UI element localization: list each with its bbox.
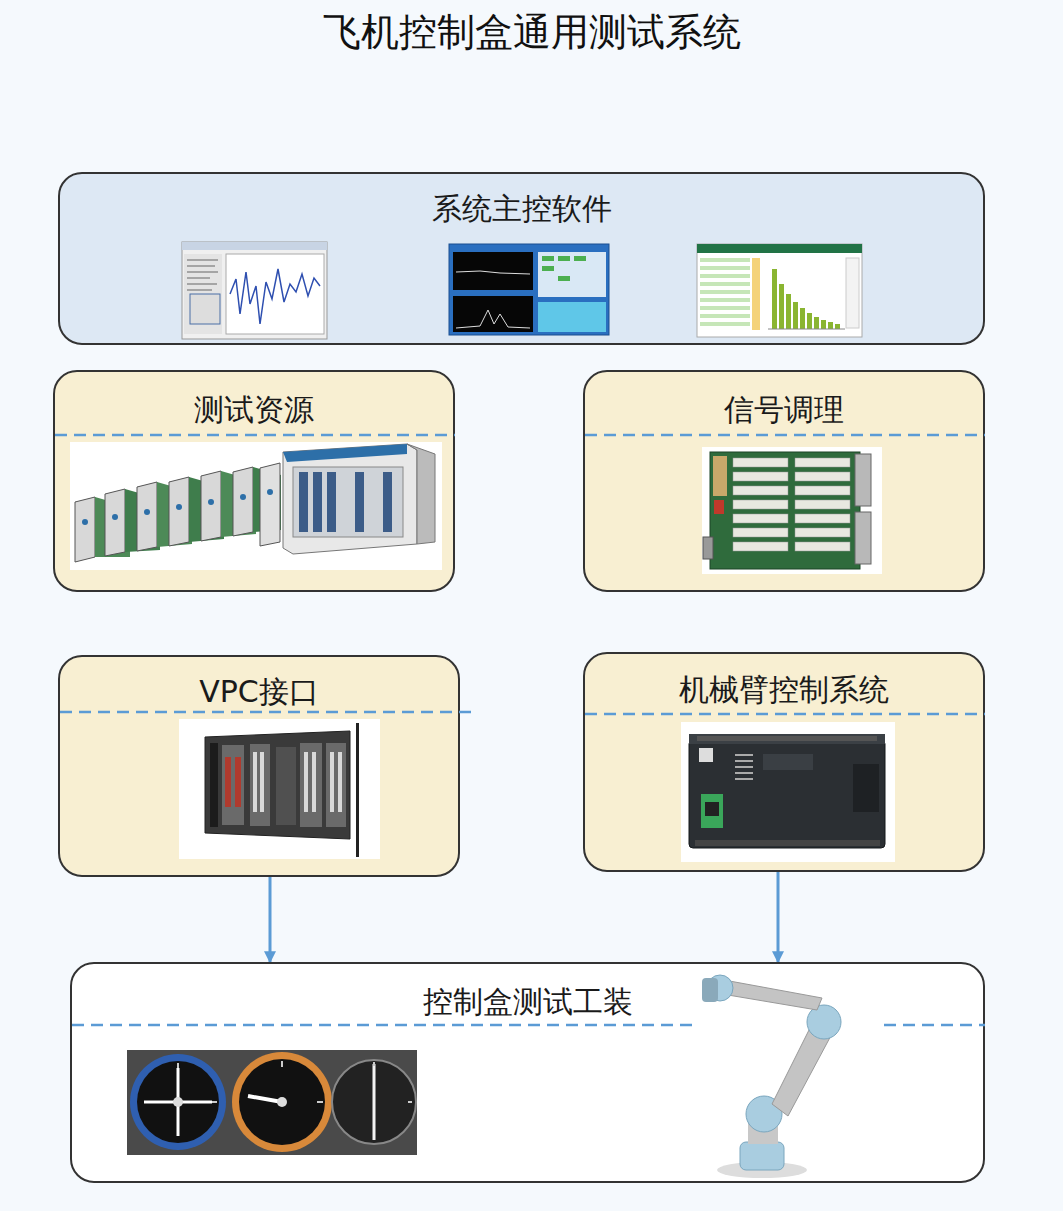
component-box: 机械臂控制系统 <box>583 652 985 872</box>
component-box: 测试资源 <box>53 370 455 592</box>
robot-arm <box>702 975 841 1178</box>
box-heading: 系统主控软件 <box>426 191 618 226</box>
box-heading: 信号调理 <box>718 392 850 427</box>
component-box: 系统主控软件 <box>58 172 985 345</box>
component-box: 控制盒测试工装 <box>70 962 985 1183</box>
analyzer-screenshot <box>449 244 609 335</box>
box-heading: 机械臂控制系统 <box>673 672 895 707</box>
plot-screenshot <box>182 242 327 339</box>
flow-arrow <box>777 872 780 962</box>
diagram-title: 飞机控制盒通用测试系统 <box>0 8 1063 56</box>
component-box: 信号调理 <box>583 370 985 592</box>
box-heading: 测试资源 <box>188 392 320 427</box>
pxi-cards <box>75 463 281 562</box>
box-heading: VPC接口 <box>193 674 325 709</box>
pxi-chassis <box>283 444 435 554</box>
flow-arrow <box>269 877 272 962</box>
spreadsheet-screenshot <box>697 244 862 337</box>
cockpit-instruments <box>127 1050 417 1155</box>
box-heading: 控制盒测试工装 <box>417 984 639 1019</box>
component-box: VPC接口 <box>58 655 460 877</box>
